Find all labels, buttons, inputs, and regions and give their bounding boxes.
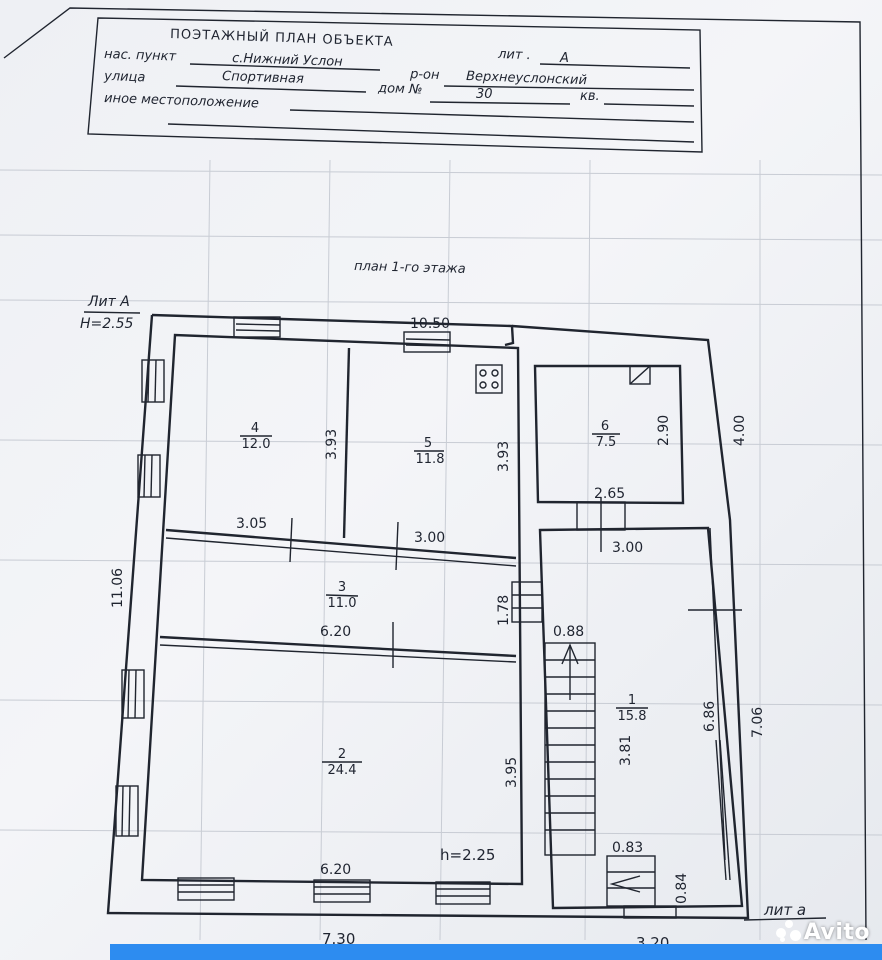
lit-a-label: Лит А <box>87 294 130 310</box>
room-2-area: 24.4 <box>328 763 357 778</box>
room-4-number: 4 <box>251 421 259 436</box>
room-3-number: 3 <box>338 580 346 595</box>
room-1-number: 1 <box>628 693 636 708</box>
room-5-area: 11.8 <box>416 452 445 467</box>
door-marks <box>289 497 742 668</box>
dim-corridor-width: 3.00 <box>612 540 643 556</box>
lit-a-small: лит а <box>763 901 806 919</box>
street-label: улица <box>103 69 146 85</box>
settlement-value: с.Нижний Услон <box>232 51 344 70</box>
dim-room1-depth: 3.81 <box>618 735 634 766</box>
dim-room6-height: 2.90 <box>656 415 672 446</box>
windows <box>115 316 731 905</box>
room-5-number: 5 <box>424 436 432 451</box>
house-value: 30 <box>476 87 493 102</box>
house-label: дом № <box>377 81 423 98</box>
plan-subtitle: план 1-го этажа <box>354 259 466 277</box>
dim-room5-height: 3.93 <box>496 441 512 472</box>
district-value: Верхнеуслонский <box>466 69 587 88</box>
dim-room2-width: 6.20 <box>320 862 351 878</box>
dim-right-top: 4.00 <box>732 415 748 446</box>
blue-footer-bar <box>110 944 882 960</box>
header-box: ПОЭТАЖНЫЙ ПЛАН ОБЪЕКТА нас. пункт с.Нижн… <box>87 17 703 153</box>
other-location-label: иное местоположение <box>104 91 259 111</box>
avito-watermark-text: Avito <box>803 920 870 945</box>
dim-room2-height: 3.95 <box>504 757 520 788</box>
dim-room5-width: 3.00 <box>414 530 445 546</box>
room-6-number: 6 <box>601 419 609 434</box>
apt-label: кв. <box>580 89 600 104</box>
settlement-label: нас. пункт <box>104 47 177 65</box>
dim-room4-width: 3.05 <box>236 516 267 532</box>
dimension-labels: 10.50 3.93 3.93 3.05 3.00 2.90 2.65 4.00… <box>110 316 766 952</box>
dim-room4-height: 3.93 <box>324 429 340 460</box>
staircase <box>544 642 677 919</box>
room-labels: 4 12.0 5 11.8 6 7.5 3 11.0 2 24.4 1 15.8 <box>240 419 648 778</box>
room-3-area: 11.0 <box>328 596 357 611</box>
room-2-number: 2 <box>338 747 346 762</box>
avito-logo-icon <box>775 920 802 942</box>
dim-right-total: 7.06 <box>750 707 766 738</box>
lit-label: лит . <box>497 47 531 63</box>
room-height: h=2.25 <box>440 846 495 864</box>
dim-stair-width: 0.88 <box>553 624 584 640</box>
height-main: H=2.55 <box>80 316 134 332</box>
dim-bottom-main: 7.30 <box>322 930 355 948</box>
dim-left-total: 11.06 <box>110 568 126 608</box>
sheet-frame <box>3 7 867 941</box>
room-1-area: 15.8 <box>618 709 647 724</box>
street-value: Спортивная <box>222 69 304 87</box>
dim-room1-height: 6.86 <box>702 701 718 732</box>
dim-top-width: 10.50 <box>410 316 450 332</box>
lit-value: А <box>559 51 569 66</box>
dim-room3-width: 6.20 <box>320 624 351 640</box>
room-4-area: 12.0 <box>242 437 271 452</box>
background-grid <box>0 159 882 941</box>
stove-icon <box>475 364 503 394</box>
avito-watermark: Avito <box>775 920 870 945</box>
dim-room3-height: 1.78 <box>496 595 512 626</box>
dim-step-height: 0.84 <box>674 873 690 904</box>
district-label: р-он <box>409 67 440 83</box>
header-title: ПОЭТАЖНЫЙ ПЛАН ОБЪЕКТА <box>170 26 394 50</box>
chimney-icon <box>629 365 651 385</box>
room-6-area: 7.5 <box>596 435 617 450</box>
dim-step-width: 0.83 <box>612 840 643 856</box>
dim-room6-width: 2.65 <box>594 486 625 502</box>
